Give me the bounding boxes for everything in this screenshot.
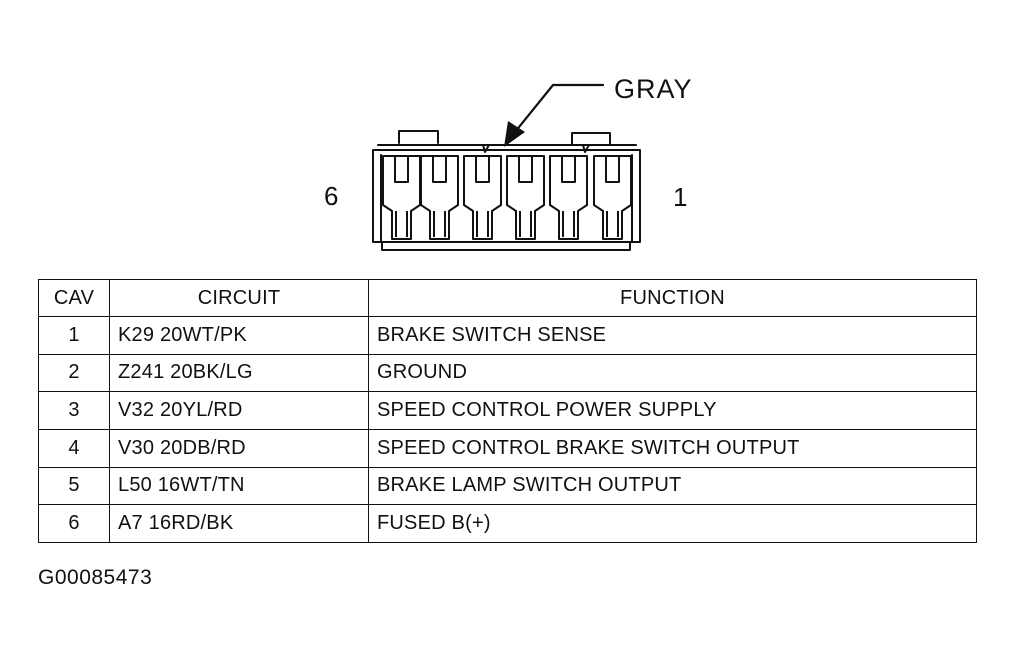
function-cell: BRAKE LAMP SWITCH OUTPUT bbox=[368, 466, 977, 506]
cav-cell: 6 bbox=[38, 504, 110, 543]
cav-cell: 4 bbox=[38, 428, 110, 468]
circuit-cell: Z241 20BK/LG bbox=[109, 353, 369, 393]
function-cell: GROUND bbox=[368, 353, 977, 393]
circuit-cell: A7 16RD/BK bbox=[109, 504, 369, 543]
gray-callout-arrow bbox=[504, 83, 605, 147]
header-circuit: CIRCUIT bbox=[109, 279, 369, 317]
table-row: 2 Z241 20BK/LG GROUND bbox=[38, 353, 977, 393]
terminal-cavity bbox=[549, 155, 588, 240]
table-row: 4 V30 20DB/RD SPEED CONTROL BRAKE SWITCH… bbox=[38, 428, 977, 468]
cavity-label-right: 1 bbox=[673, 182, 687, 212]
cav-cell: 3 bbox=[38, 391, 110, 430]
terminal-cavity bbox=[506, 155, 545, 240]
terminal-cavity bbox=[420, 155, 459, 240]
connector-left-latch bbox=[398, 130, 439, 144]
gray-callout-label: GRAY bbox=[614, 74, 693, 104]
circuit-cell: L50 16WT/TN bbox=[109, 466, 369, 506]
connector-diagram: GRAY 6 1 bbox=[324, 74, 693, 251]
figure-id: G00085473 bbox=[38, 566, 153, 589]
circuit-cell: V30 20DB/RD bbox=[109, 428, 369, 468]
table-row: 1 K29 20WT/PK BRAKE SWITCH SENSE bbox=[38, 316, 977, 355]
function-cell: SPEED CONTROL POWER SUPPLY bbox=[368, 391, 977, 430]
table-header-row: CAV CIRCUIT FUNCTION bbox=[38, 279, 977, 317]
cav-cell: 2 bbox=[38, 353, 110, 393]
function-cell: FUSED B(+) bbox=[368, 504, 977, 543]
header-function: FUNCTION bbox=[368, 279, 977, 317]
table-row: 3 V32 20YL/RD SPEED CONTROL POWER SUPPLY bbox=[38, 391, 977, 430]
connector-housing bbox=[372, 149, 641, 251]
cavity-label-left: 6 bbox=[324, 181, 338, 211]
header-cav: CAV bbox=[38, 279, 110, 317]
circuit-cell: V32 20YL/RD bbox=[109, 391, 369, 430]
circuit-cell: K29 20WT/PK bbox=[109, 316, 369, 355]
cav-cell: 1 bbox=[38, 316, 110, 355]
table-row: 5 L50 16WT/TN BRAKE LAMP SWITCH OUTPUT bbox=[38, 466, 977, 506]
table-row: 6 A7 16RD/BK FUSED B(+) bbox=[38, 504, 977, 543]
terminal-cavity bbox=[463, 155, 502, 240]
terminal-cavity bbox=[382, 155, 421, 240]
cav-cell: 5 bbox=[38, 466, 110, 506]
connector-right-latch bbox=[571, 132, 611, 146]
pinout-table: CAV CIRCUIT FUNCTION 1 K29 20WT/PK BRAKE… bbox=[38, 279, 977, 543]
terminal-cavity bbox=[593, 155, 632, 240]
function-cell: BRAKE SWITCH SENSE bbox=[368, 316, 977, 355]
function-cell: SPEED CONTROL BRAKE SWITCH OUTPUT bbox=[368, 428, 977, 468]
